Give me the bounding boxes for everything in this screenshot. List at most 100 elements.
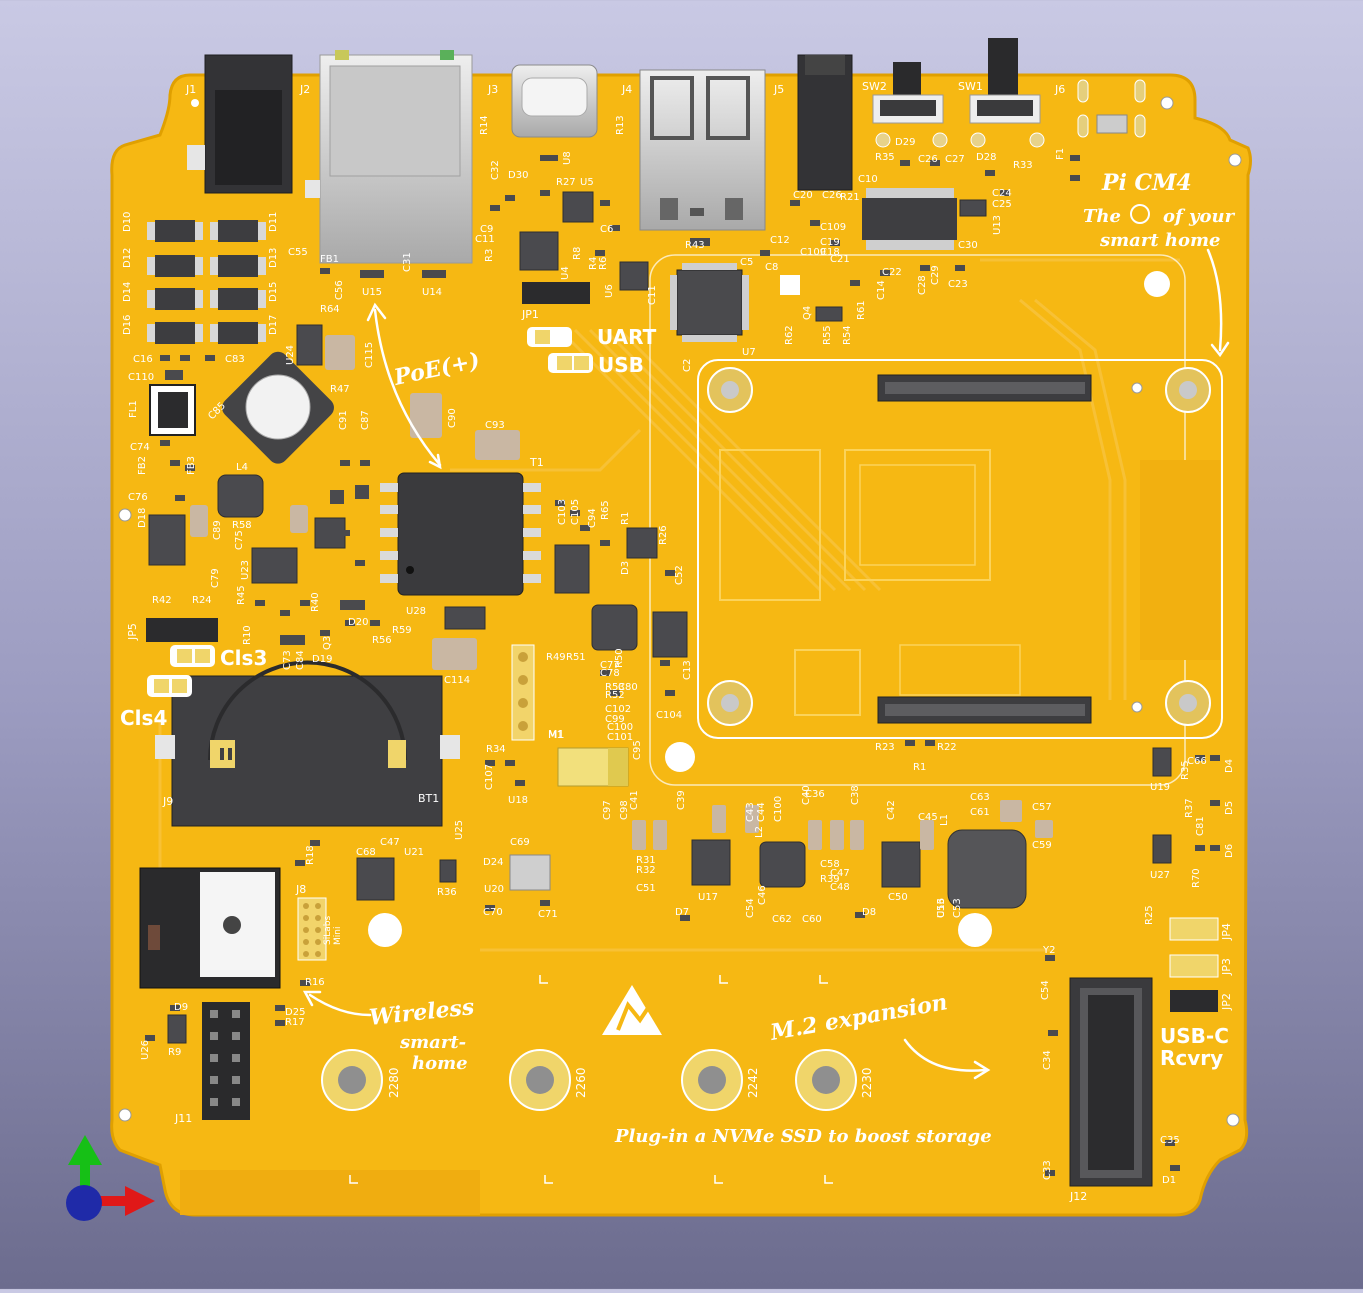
component-ref-label: C105	[570, 499, 581, 525]
component-ref-label: U7	[742, 347, 756, 358]
component-ref-label: R9	[168, 1047, 181, 1058]
nvme-label: Plug-in a NVMe SSD to boost storage	[614, 1126, 992, 1147]
ref-jp2: JP2	[1220, 993, 1233, 1011]
component-ref-label: D10	[122, 212, 133, 232]
component-ref-label: C33	[1042, 1160, 1053, 1180]
component-ref-label: R43	[685, 240, 705, 251]
component-ref-label: C32	[490, 160, 501, 180]
component-ref-label: C75	[234, 530, 245, 550]
component-ref-label: D18	[137, 508, 148, 528]
component-ref-label: C87	[360, 410, 371, 430]
component-ref-label: U20	[484, 884, 504, 895]
diode-array	[147, 220, 266, 344]
component-ref-label: C38	[850, 785, 861, 805]
j11-pin-header	[202, 1002, 250, 1120]
jumpers	[146, 282, 1219, 1012]
ref-jp5: JP5	[126, 623, 139, 641]
component-ref-label: C45	[918, 812, 938, 823]
component-ref-label: C107	[484, 764, 495, 790]
component-ref-label: C22	[882, 267, 902, 278]
component-ref-label: U24	[285, 345, 296, 365]
j5-audio-jack	[797, 54, 853, 191]
ref-j5: J5	[773, 83, 784, 96]
component-ref-label: R61	[856, 300, 867, 320]
ref-j9: J9	[162, 795, 173, 808]
component-ref-label: C16	[133, 354, 153, 365]
component-ref-label: U14	[422, 287, 442, 298]
component-ref-label: C59	[1032, 840, 1052, 851]
component-ref-label: R49	[546, 652, 566, 663]
component-ref-label: C24	[992, 188, 1012, 199]
component-ref-label: U8	[562, 151, 573, 165]
m2-standoffs	[321, 975, 857, 1184]
component-ref-label: C35	[1160, 1135, 1180, 1146]
component-ref-label: C101	[607, 732, 633, 743]
ref-j3: J3	[487, 83, 498, 96]
component-ref-label: C114	[444, 675, 470, 686]
m2-size-2242: 2242	[746, 1067, 760, 1098]
component-ref-label: C23	[948, 279, 968, 290]
heart-icon	[1130, 204, 1150, 224]
component-ref-label: C77	[600, 660, 620, 671]
component-ref-label: R34	[486, 744, 506, 755]
component-ref-label: D14	[122, 282, 133, 302]
sw1-tactile-switch	[969, 38, 1045, 148]
component-ref-label: D28	[976, 152, 996, 163]
component-ref-label: C109	[820, 222, 846, 233]
component-ref-label: U16	[936, 898, 947, 918]
component-ref-label: C62	[772, 914, 792, 925]
component-ref-label: R54	[842, 325, 853, 345]
component-ref-label: C74	[130, 442, 150, 453]
component-ref-label: R40	[310, 592, 321, 612]
j8-pin-header	[297, 897, 327, 961]
component-ref-label: R8	[572, 247, 583, 260]
component-ref-label: C73	[282, 650, 293, 670]
component-ref-label: R16	[305, 977, 325, 988]
component-ref-label: R6	[598, 257, 609, 270]
component-ref-label: R26	[658, 525, 669, 545]
component-ref-label: R56	[372, 635, 392, 646]
component-ref-label: C30	[958, 240, 978, 251]
component-ref-label: C26	[822, 190, 842, 201]
esd-warning-icon	[602, 985, 662, 1035]
component-ref-label: L4	[236, 462, 248, 473]
component-ref-label: D25	[285, 1007, 305, 1018]
component-ref-label: C69	[510, 837, 530, 848]
component-ref-label: R37	[1184, 798, 1195, 818]
component-ref-label: U18	[508, 795, 528, 806]
silabs-label-1: SiLabs	[323, 916, 333, 945]
component-ref-label: D24	[483, 857, 503, 868]
component-ref-label: R52	[605, 690, 625, 701]
component-ref-label: R64	[320, 304, 340, 315]
component-ref-label: R47	[330, 384, 350, 395]
component-ref-label: R32	[636, 865, 656, 876]
component-ref-label: C83	[225, 354, 245, 365]
component-ref-label: C79	[210, 568, 221, 588]
component-ref-label: R23	[875, 742, 895, 753]
ref-j2: J2	[299, 83, 310, 96]
component-ref-label: R22	[937, 742, 957, 753]
component-ref-label: C109	[800, 247, 826, 258]
component-ref-label: FB1	[320, 254, 339, 265]
component-ref-label: C60	[802, 914, 822, 925]
component-ref-label: C71	[538, 909, 558, 920]
component-ref-label: D9	[174, 1002, 188, 1013]
component-ref-label: C14	[876, 280, 887, 300]
component-ref-label: C90	[447, 408, 458, 428]
component-ref-label: C9	[480, 224, 493, 235]
component-ref-label: D30	[508, 170, 528, 181]
usbc-recovery-label-1: USB-C	[1160, 1024, 1229, 1048]
component-ref-label: C29	[930, 265, 941, 285]
component-ref-label: C91	[338, 410, 349, 430]
component-ref-label: R50	[614, 648, 625, 668]
component-ref-label: R1	[913, 762, 926, 773]
component-ref-label: D7	[675, 907, 689, 918]
component-ref-label: R3	[484, 249, 495, 262]
component-ref-label: D5	[1224, 801, 1235, 815]
silabs-label-2: Mini	[333, 927, 343, 945]
tagline-line1-a: The	[1083, 206, 1121, 227]
component-ref-label: C63	[970, 792, 990, 803]
j12-m2-connector	[1069, 977, 1153, 1187]
wireless-label-3: home	[412, 1053, 468, 1074]
